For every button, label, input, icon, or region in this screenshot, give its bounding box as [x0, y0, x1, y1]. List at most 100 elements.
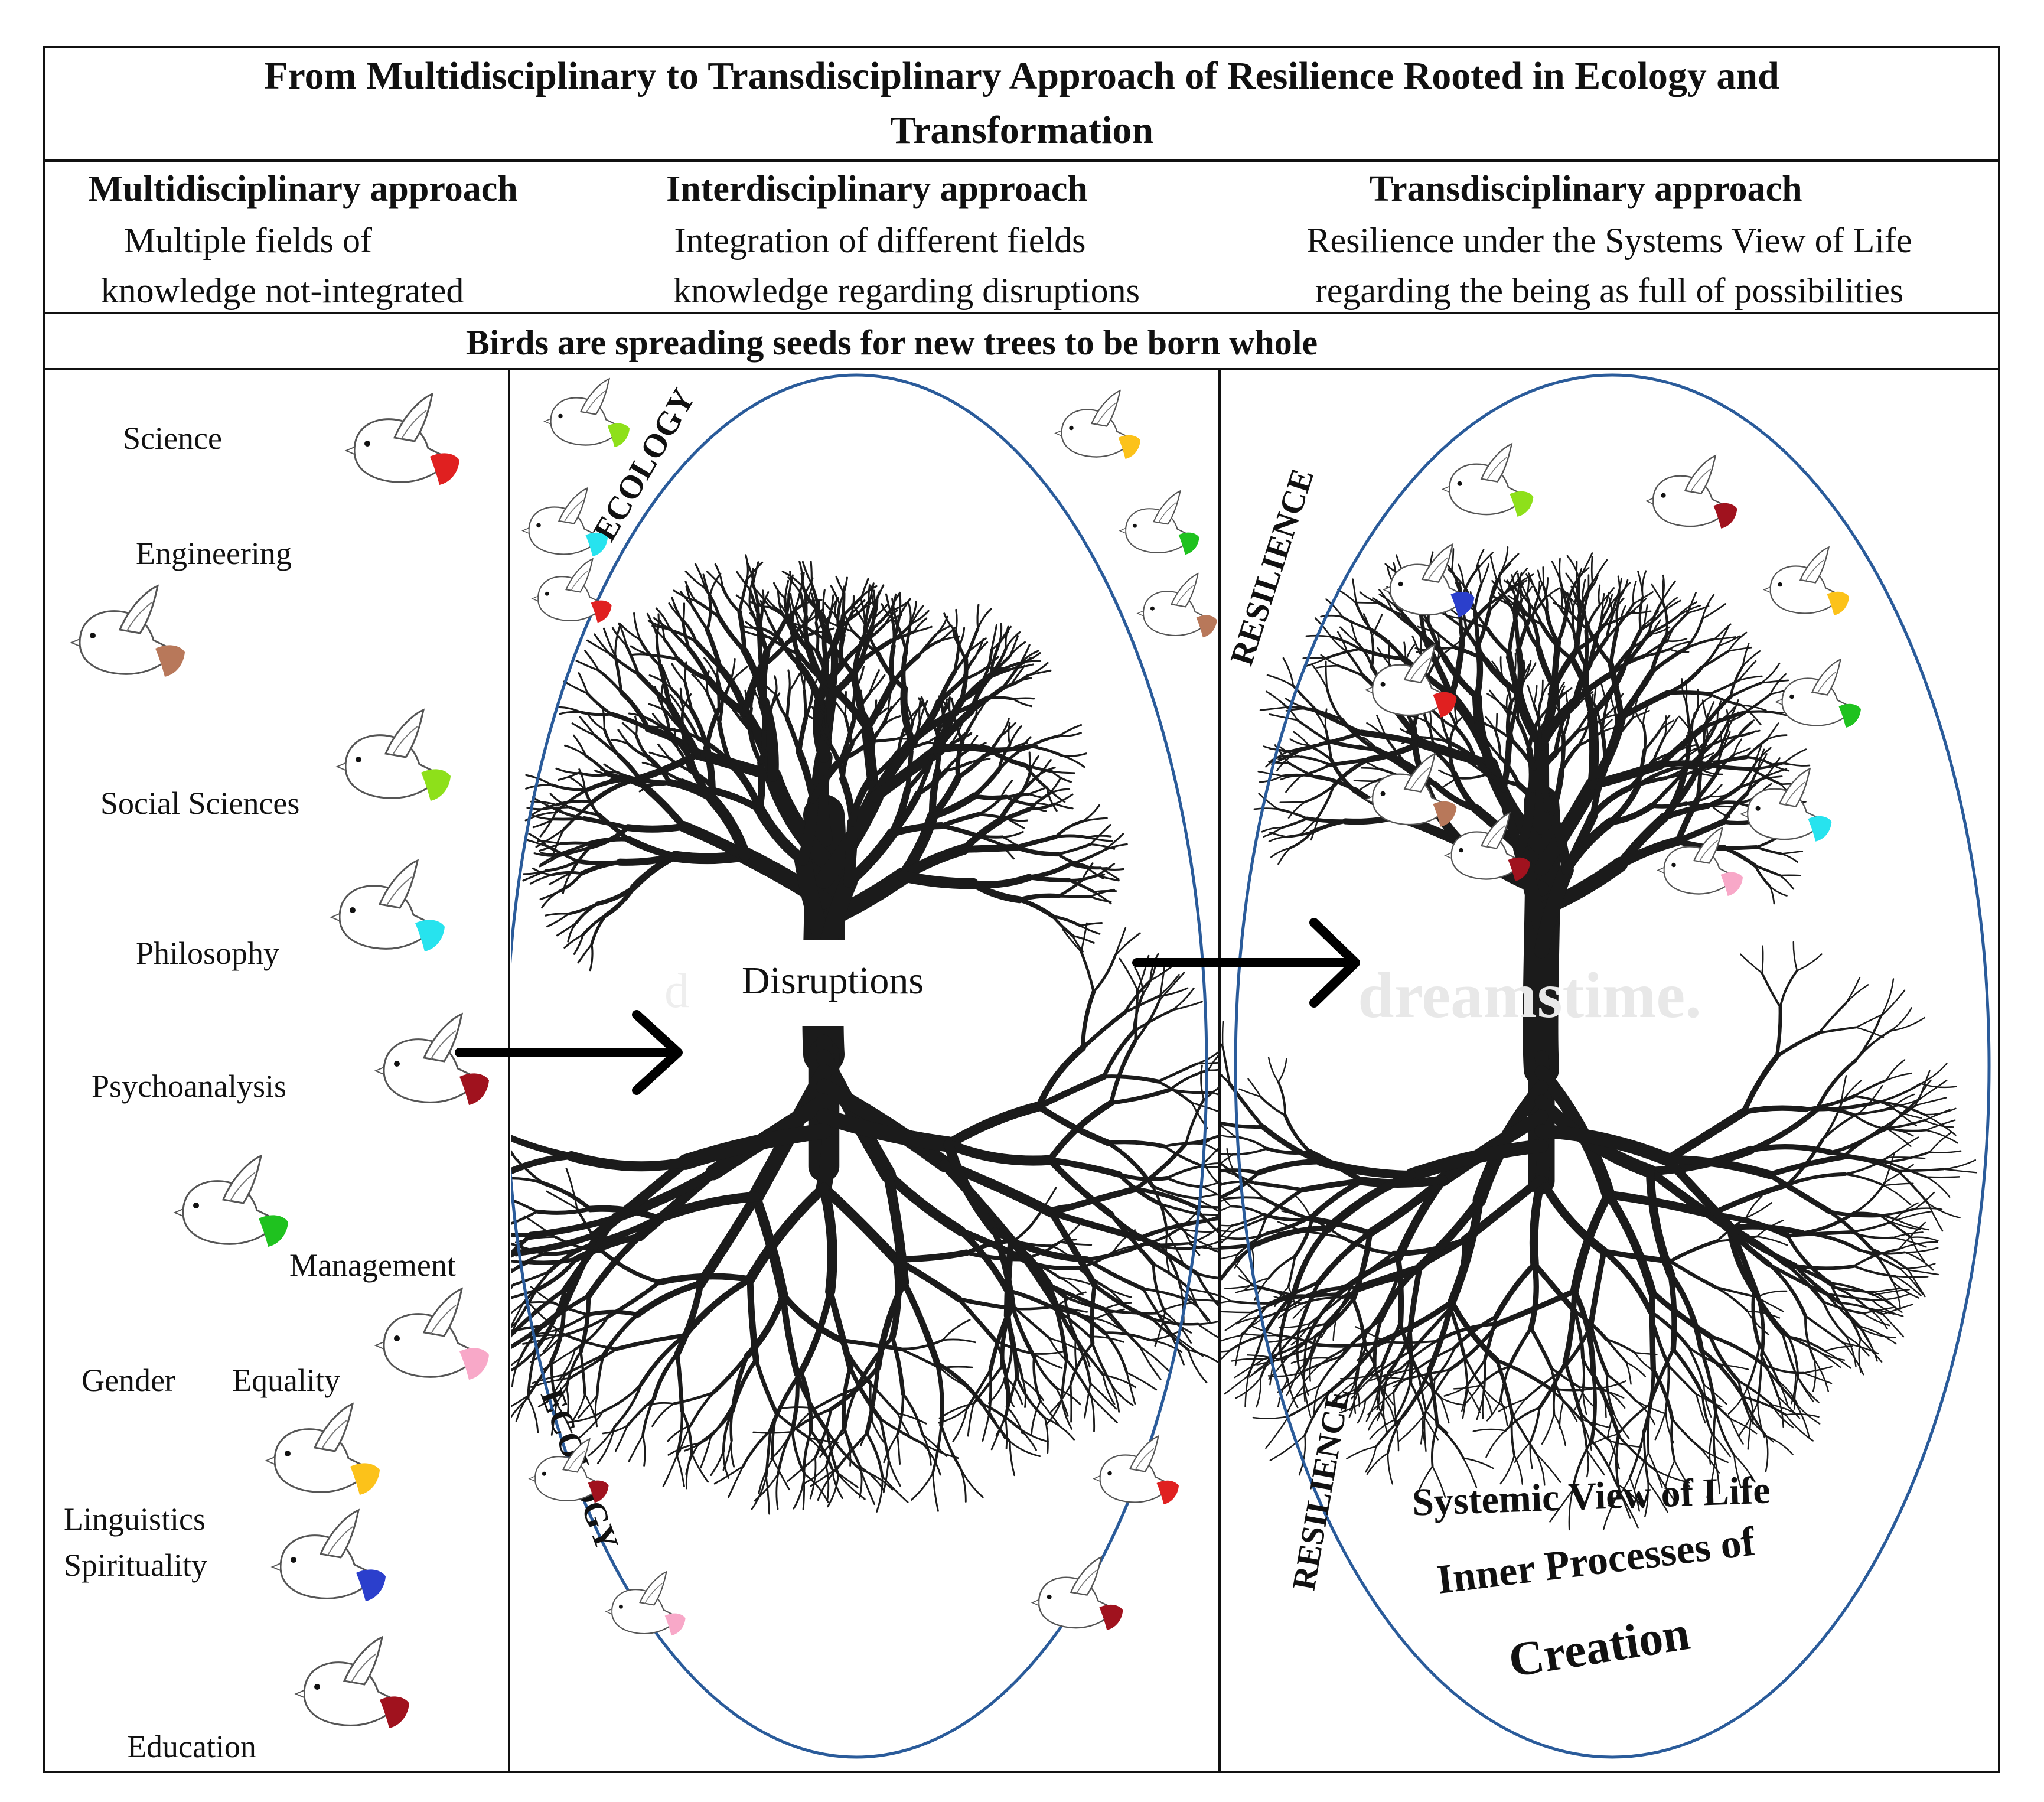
tree-branch [1062, 754, 1087, 756]
bird-body [1658, 828, 1736, 894]
watermark-d: d [664, 963, 689, 1018]
tree-branch [685, 662, 686, 682]
tree-root [1172, 1044, 1198, 1058]
tree-root [1926, 1177, 1950, 1197]
tree-root [1670, 1241, 1717, 1262]
tree-branch [1070, 852, 1102, 865]
tree-root [1092, 1285, 1095, 1344]
tree-root [1929, 1151, 1961, 1153]
tree-root [504, 1395, 529, 1410]
tree-root [1087, 1244, 1143, 1259]
tree-root [497, 1285, 514, 1307]
tree-root [502, 1211, 537, 1227]
multidisciplinary-heading: Multidisciplinary approach [88, 169, 517, 209]
tree-branch [1644, 706, 1648, 725]
tree-branch [1495, 698, 1508, 714]
tree-branch [1269, 837, 1287, 842]
tree-branch [1501, 554, 1519, 573]
tree-root [1655, 1410, 1666, 1439]
tree-root [1893, 1282, 1900, 1309]
tree-branch [1781, 854, 1797, 862]
tree-root [1652, 1292, 1653, 1370]
tree-root [653, 1404, 674, 1426]
tree-branch [799, 718, 806, 752]
tree-branch [645, 787, 683, 826]
tree-branch [774, 583, 785, 598]
tree-root [1560, 1402, 1564, 1429]
tree-root [1531, 1264, 1536, 1328]
tree-root [629, 1435, 643, 1461]
tree-root [1347, 1446, 1376, 1459]
tree-branch [1488, 628, 1510, 653]
discipline-label-science: Science [123, 421, 222, 456]
tree-branch [1090, 897, 1111, 902]
ecology-bird-5 [1120, 491, 1199, 555]
tree-branch [776, 695, 787, 718]
tree-root [498, 1262, 529, 1282]
tree-root [1063, 930, 1081, 952]
tree-root [1795, 1266, 1854, 1269]
tree-root [756, 1360, 777, 1413]
tree-root [1261, 1097, 1285, 1115]
tree-branch [1080, 923, 1102, 926]
tree-branch [1756, 847, 1781, 853]
tree-root [380, 1285, 416, 1294]
tree-branch [628, 826, 683, 829]
tree-root [824, 1188, 832, 1292]
tree-branch [949, 698, 950, 718]
tree-branch [1642, 571, 1646, 597]
tree-root [943, 1320, 970, 1340]
tree-branch [1360, 592, 1378, 603]
tree-branch [788, 670, 790, 692]
tree-root [1515, 1443, 1530, 1462]
tree-root [571, 1349, 617, 1378]
tree-root [416, 1179, 483, 1185]
tree-branch [973, 877, 1029, 884]
tree-root [1153, 1264, 1165, 1312]
tree-branch [1317, 666, 1338, 667]
tree-root [1388, 1453, 1393, 1484]
tree-root [368, 1156, 395, 1179]
resilience-label-top: RESILIENCE [1223, 464, 1321, 670]
tree-root [1944, 1160, 1975, 1169]
tree-branch [542, 891, 559, 907]
tree-branch [1016, 848, 1058, 855]
tree-branch [1271, 848, 1290, 858]
tree-branch [708, 598, 711, 630]
arrow-to-resilience [1137, 923, 1355, 1003]
tree-root [1225, 1376, 1248, 1394]
tree-branch [1527, 579, 1529, 596]
tree-root [1750, 1110, 1817, 1151]
tree-root [1115, 928, 1126, 956]
bird-body [376, 1289, 480, 1377]
tree-root [1140, 1347, 1160, 1379]
resilience-bird-6 [1776, 660, 1861, 728]
tree-root [1635, 1353, 1652, 1370]
tree-branch [1286, 775, 1302, 792]
tree-root [475, 1259, 497, 1268]
bird-body [1764, 548, 1842, 614]
tree-branch [1389, 640, 1390, 664]
engineering-bird [71, 586, 185, 677]
tree-root [1531, 1328, 1551, 1368]
tree-branch [1302, 765, 1331, 775]
tree-branch [1475, 584, 1481, 610]
tree-branch [1701, 646, 1719, 668]
tree-root [882, 1477, 908, 1503]
tree-root [1673, 1419, 1701, 1449]
tree-root [1854, 1182, 1885, 1213]
tree-root [395, 1142, 436, 1156]
tree-root [1890, 1018, 1925, 1031]
tree-root [1766, 1436, 1768, 1472]
tree-root [1884, 1185, 1911, 1204]
tree-branch [547, 914, 569, 926]
tree-root [1081, 952, 1094, 992]
tree-branch [590, 944, 592, 970]
tree-root [968, 1403, 973, 1436]
tree-root [1744, 1108, 1806, 1112]
tree-root [941, 1425, 961, 1468]
linguistics-bird [266, 1404, 380, 1495]
tree-root [474, 1227, 502, 1230]
tree-root [1805, 1316, 1844, 1343]
tree-branch [799, 752, 813, 800]
